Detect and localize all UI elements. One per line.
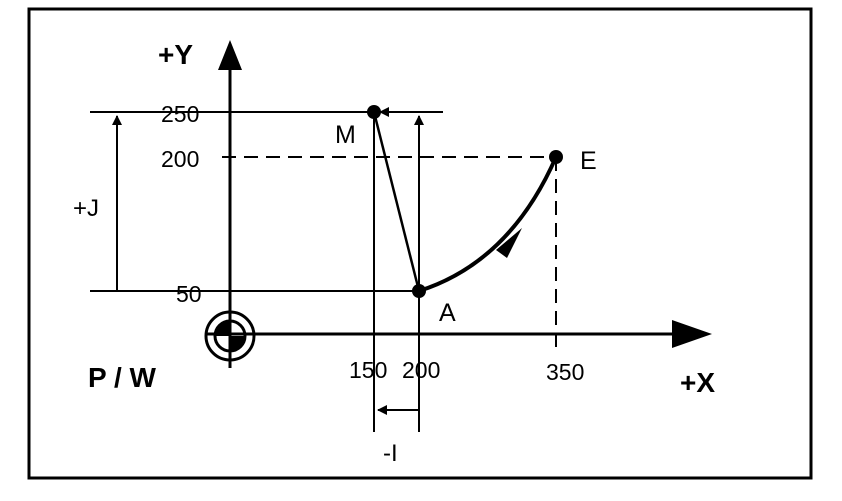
point-m [367,105,381,119]
j-dimension-label: +J [73,195,99,222]
origin-symbol [204,310,256,362]
y-tick-50: 50 [176,281,202,307]
x-tick-350: 350 [546,359,584,385]
x-axis-label: +X [680,367,715,398]
y-tick-250: 250 [161,101,199,127]
point-label-m: M [335,121,356,149]
arc-direction-arrow [496,228,522,258]
i-dimension-label: -I [383,440,398,467]
y-axis-arrowhead [218,40,242,70]
origin-label: P / W [88,362,157,393]
x-tick-150: 150 [349,357,387,383]
point-label-a: A [439,299,456,327]
y-axis-label: +Y [158,39,193,70]
point-e [549,150,563,164]
point-label-e: E [580,147,597,175]
diagram-frame [27,7,813,480]
arc-a-to-e [418,156,558,293]
y-tick-200: 200 [161,146,199,172]
point-a [412,284,426,298]
radius-line [372,111,421,292]
x-axis-arrowhead [672,320,712,348]
x-tick-200: 200 [402,357,440,383]
